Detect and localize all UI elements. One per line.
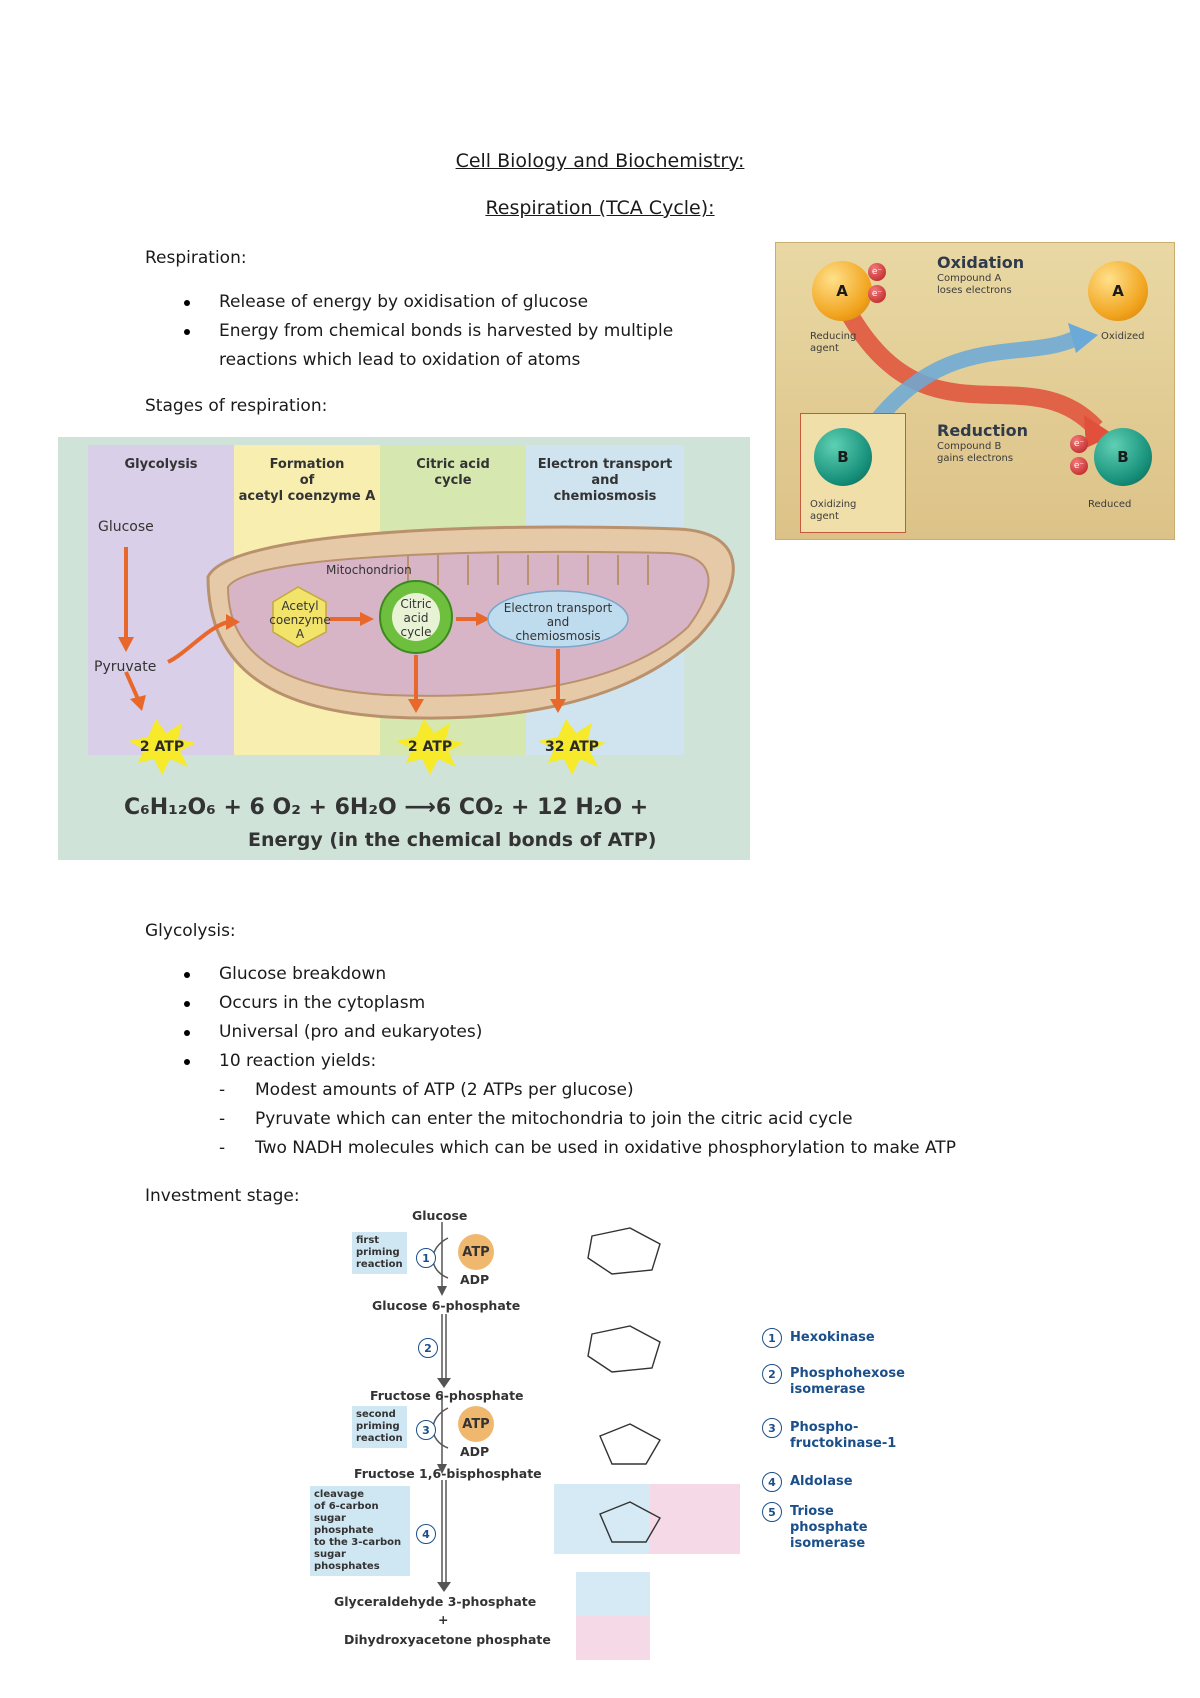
respiration-equation-energy: Energy (in the chemical bonds of ATP) [248,829,657,851]
atp-badge: 2 ATP [407,739,453,755]
list-item: Energy from chemical bonds is harvested … [145,317,745,346]
electron-icon: e⁻ [868,263,886,281]
electron-icon: e⁻ [1070,435,1088,453]
redox-arrows [838,303,1114,448]
enzyme-aldolase: Aldolase [790,1474,853,1489]
electron-icon: e⁻ [1070,457,1088,475]
bullet-icon [184,1001,190,1007]
glycolysis-bullets: Glucose breakdown Occurs in the cytoplas… [145,960,945,1076]
dash-icon: - [219,1080,226,1100]
bullet-icon [184,1030,190,1036]
reduced-label: Reduced [1088,499,1132,510]
respiration-equation: C₆H₁₂O₆ + 6 O₂ + 6H₂O ⟶6 CO₂ + 12 H₂O + [124,795,649,820]
list-item: -Modest amounts of ATP (2 ATPs per gluco… [145,1076,1045,1105]
list-item: Release of energy by oxidisation of gluc… [145,288,745,317]
atp-badge: ATP [458,1406,494,1442]
step-4-icon: 4 [416,1524,436,1544]
step-4-icon: 4 [762,1472,782,1492]
dash-icon: - [219,1138,226,1158]
respiration-heading: Respiration: [145,248,247,268]
pyruvate-label: Pyruvate [94,659,157,675]
stages-drawing [118,525,735,775]
step-3-icon: 3 [416,1420,436,1440]
reduction-title: Reduction [937,421,1029,440]
atp-badge: 32 ATP [545,739,599,755]
bullet-icon [184,300,190,306]
enzyme-hexokinase: Hexokinase [790,1330,875,1345]
f6p-label: Fructose 6-phosphate [370,1388,524,1403]
compound-a-oxidized-orb: A [1088,261,1148,321]
bullet-icon [184,329,190,335]
header-glycolysis: Glycolysis [124,457,198,472]
adp-label: ADP [460,1272,490,1287]
step-1-icon: 1 [762,1328,782,1348]
stages-heading: Stages of respiration: [145,396,328,416]
glycolysis-heading: Glycolysis: [145,921,236,941]
page-title: Cell Biology and Biochemistry: [455,150,745,172]
g6p-label: Glucose 6-phosphate [372,1298,521,1313]
dash-icon: - [219,1109,226,1129]
page-subtitle: Respiration (TCA Cycle): [485,197,715,219]
list-item-continuation: reactions which lead to oxidation of ato… [219,350,581,370]
list-item: -Pyruvate which can enter the mitochondr… [145,1105,1045,1134]
atp-badge: ATP [458,1234,494,1270]
oxidized-label: Oxidized [1101,331,1145,342]
adp-label: ADP [460,1444,490,1459]
dhap-label: Dihydroxyacetone phosphate [344,1632,551,1647]
electron-icon: e⁻ [868,285,886,303]
step-3-icon: 3 [762,1418,782,1438]
bullet-icon [184,1059,190,1065]
enzyme-phosphofructokinase: Phospho-fructokinase-1 [790,1420,897,1451]
step-2-icon: 2 [418,1338,438,1358]
glycolysis-yields: -Modest amounts of ATP (2 ATPs per gluco… [145,1076,1045,1163]
step-5-icon: 5 [762,1502,782,1522]
list-item: 10 reaction yields: [145,1047,945,1076]
g3p-label: Glyceraldehyde 3-phosphate [334,1594,537,1609]
investment-drawing [432,1222,740,1660]
step-1-icon: 1 [416,1248,436,1268]
compound-b-reduced-orb: B [1094,428,1152,486]
investment-heading: Investment stage: [145,1186,300,1206]
plus-label: + [438,1612,449,1627]
atp-badge: 2 ATP [139,739,185,755]
bullet-icon [184,972,190,978]
list-item: Universal (pro and eukaryotes) [145,1018,945,1047]
list-item: Occurs in the cytoplasm [145,989,945,1018]
oxidation-title: Oxidation [937,253,1025,272]
list-item: Glucose breakdown [145,960,945,989]
mitochondrion-label: Mitochondrion [326,563,412,577]
respiration-bullets: Release of energy by oxidisation of gluc… [145,288,745,375]
glucose-label: Glucose [412,1208,468,1223]
glucose-label: Glucose [98,519,154,535]
step-2-icon: 2 [762,1364,782,1384]
f16bp-label: Fructose 1,6-bisphosphate [354,1466,542,1481]
list-item: -Two NADH molecules which can be used in… [145,1134,1045,1163]
compound-a-orb: A [812,261,872,321]
compound-b-orb: B [814,428,872,486]
